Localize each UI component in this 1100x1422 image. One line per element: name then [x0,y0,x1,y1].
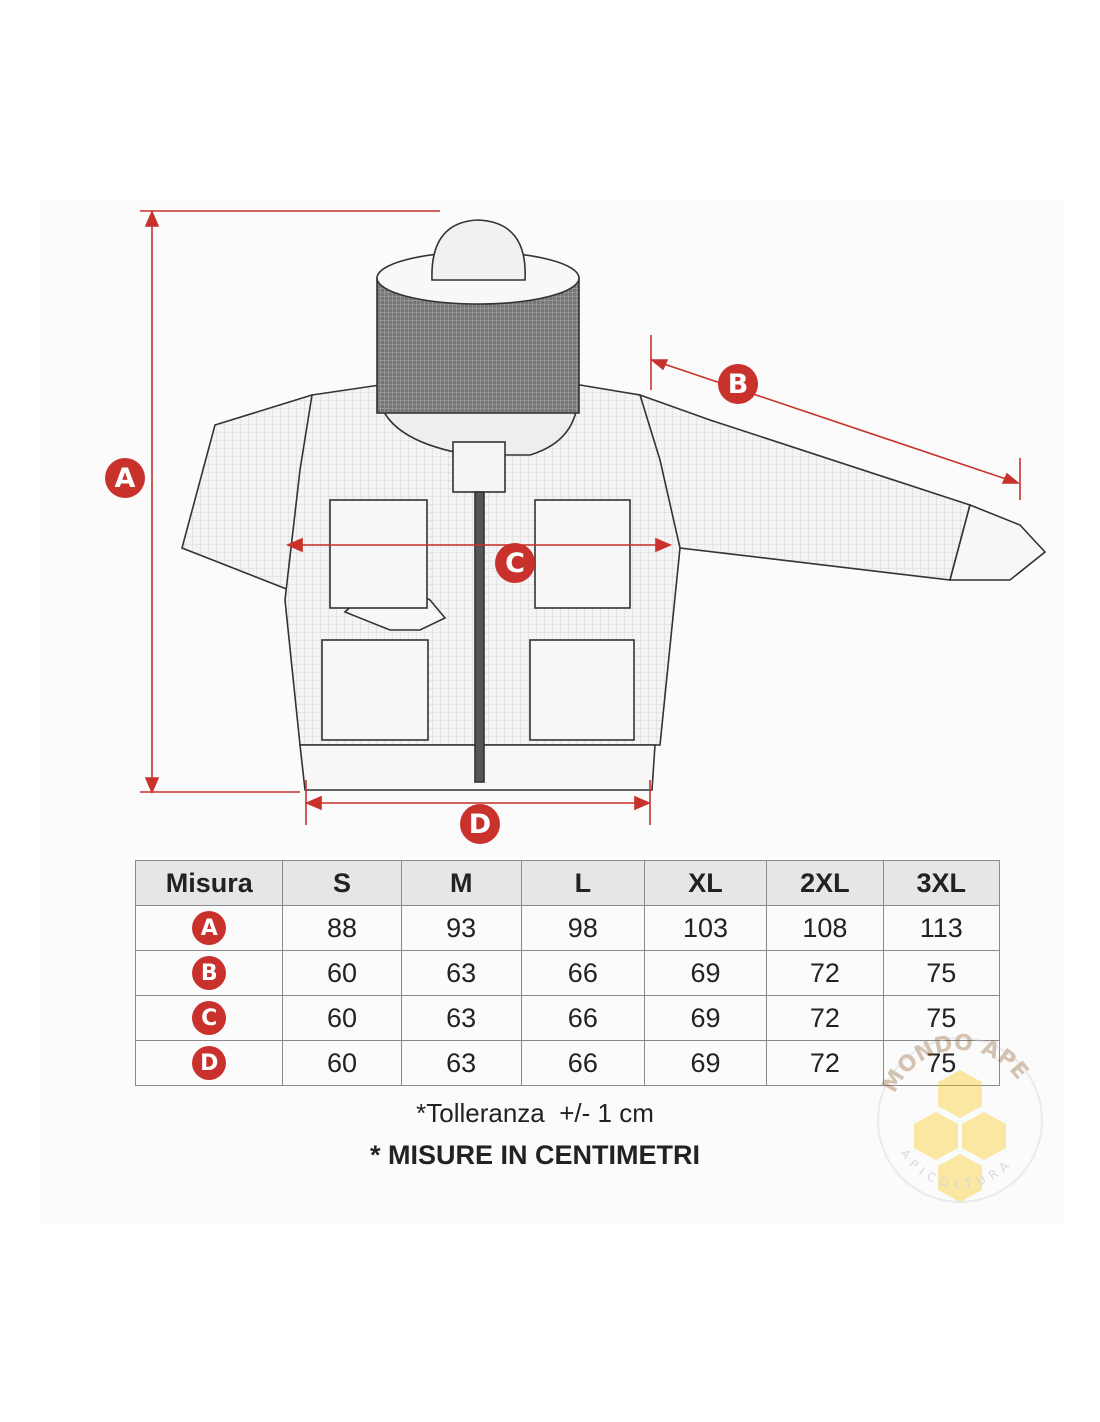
table-row: C 60 63 66 69 72 75 [134,995,1001,1041]
right-sleeve [638,393,971,581]
row-label-badge: A [192,911,227,945]
cell: 63 [400,950,522,996]
cell: 113 [882,905,1001,951]
header-misura: Misura [134,860,284,906]
cell: 93 [400,905,522,951]
header-size: XL [643,860,768,906]
cell: 72 [766,950,884,996]
header-size: S [282,860,402,906]
header-size: L [520,860,645,906]
cell: 69 [643,995,768,1041]
lower-pocket-left [321,639,429,741]
cell: 75 [882,1040,1001,1086]
size-table: Misura S M L XL 2XL 3XL A 88 93 98 103 1… [134,860,1001,1086]
cell: 108 [766,905,884,951]
cell: 75 [882,950,1001,996]
cell: 60 [282,950,402,996]
cell: 88 [282,905,402,951]
mondo-ape-watermark-logo: MONDO APE APICOLTURA [877,1031,1043,1203]
cell: 69 [643,950,768,996]
row-label-badge: D [192,1046,227,1080]
header-size: 3XL [882,860,1001,906]
cell: 66 [520,995,645,1041]
header-size: M [400,860,522,906]
chest-pocket-left [329,499,428,609]
cell: 103 [643,905,768,951]
row-label-badge: C [192,1001,227,1035]
cell: 63 [400,995,522,1041]
collar-tab [452,441,506,493]
cell: 60 [282,995,402,1041]
cell: 60 [282,1040,402,1086]
table-header-row: Misura S M L XL 2XL 3XL [134,860,1001,906]
dimension-b-line [651,359,1019,484]
label-d-badge: D [460,804,500,844]
row-label-badge: B [192,956,227,990]
cell: 66 [520,1040,645,1086]
table-row: B 60 63 66 69 72 75 [134,950,1001,996]
label-c-badge: C [495,543,535,583]
table-row: A 88 93 98 103 108 113 [134,905,1001,951]
cell: 69 [643,1040,768,1086]
cell: 72 [766,1040,884,1086]
hat-crown [431,219,526,281]
units-note: * MISURE IN CENTIMETRI [369,1140,700,1170]
chest-pocket-right [534,499,631,609]
right-cuff [948,503,1047,581]
table-row: D 60 63 66 69 72 75 [134,1040,1001,1086]
header-size: 2XL [766,860,884,906]
jacket-drawing [181,219,1047,791]
cell: 72 [766,995,884,1041]
tolerance-note: *Tolleranza +/- 1 cm [416,1098,654,1128]
dimension-lines [140,209,1021,825]
cell: 63 [400,1040,522,1086]
zipper [474,491,485,783]
cell: 98 [520,905,645,951]
cell: 75 [882,995,1001,1041]
label-b-badge: B [718,364,758,404]
label-a-badge: A [105,458,145,498]
lower-pocket-right [529,639,635,741]
cell: 66 [520,950,645,996]
